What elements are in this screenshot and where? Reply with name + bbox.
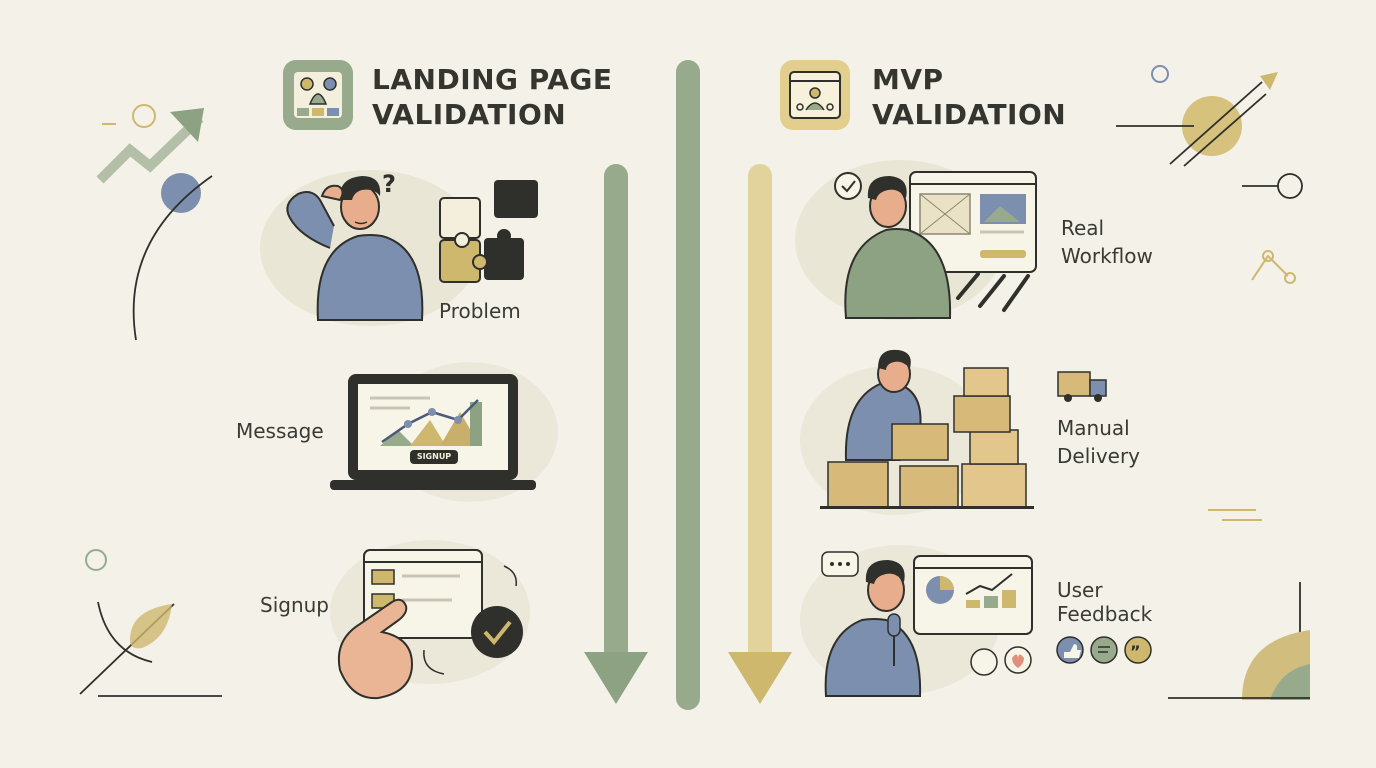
step-label-manual: Manual bbox=[1057, 416, 1130, 440]
decor-top-right bbox=[1116, 65, 1303, 284]
mvp-title-line1: MVP bbox=[872, 63, 944, 96]
step-label-message: Message bbox=[236, 419, 324, 443]
decor-bottom-left bbox=[79, 549, 222, 697]
mvp-title-icon bbox=[780, 60, 850, 130]
feedback-illustration: ” bbox=[821, 551, 1152, 697]
step-label-workflow: Workflow bbox=[1061, 244, 1153, 268]
svg-text:?: ? bbox=[382, 170, 396, 198]
decor-bottom-right bbox=[1168, 509, 1310, 700]
landing-page-title-icon bbox=[283, 60, 353, 130]
step-label-signup: Signup bbox=[260, 593, 329, 617]
right-flow-arrow bbox=[728, 164, 792, 704]
step-label-feedback: Feedback bbox=[1057, 602, 1153, 626]
landing-page-title-line1: LANDING PAGE bbox=[372, 63, 613, 96]
signup-illustration bbox=[338, 549, 523, 700]
workflow-illustration bbox=[834, 171, 1037, 319]
laptop-signup-button-label: SIGNUP bbox=[416, 452, 452, 461]
svg-text:”: ” bbox=[1130, 642, 1141, 661]
step-label-delivery: Delivery bbox=[1057, 444, 1141, 468]
landing-page-title-line2: VALIDATION bbox=[372, 98, 567, 131]
left-flow-arrow bbox=[584, 164, 648, 704]
decor-top-left bbox=[96, 104, 213, 341]
step-label-real: Real bbox=[1061, 216, 1105, 240]
center-divider bbox=[676, 60, 700, 710]
message-illustration bbox=[330, 374, 536, 490]
mvp-title-line2: VALIDATION bbox=[872, 98, 1067, 131]
delivery-illustration bbox=[820, 349, 1107, 509]
step-label-problem: Problem bbox=[439, 299, 521, 323]
step-label-user: User bbox=[1057, 578, 1103, 602]
problem-illustration: ? bbox=[286, 170, 538, 321]
